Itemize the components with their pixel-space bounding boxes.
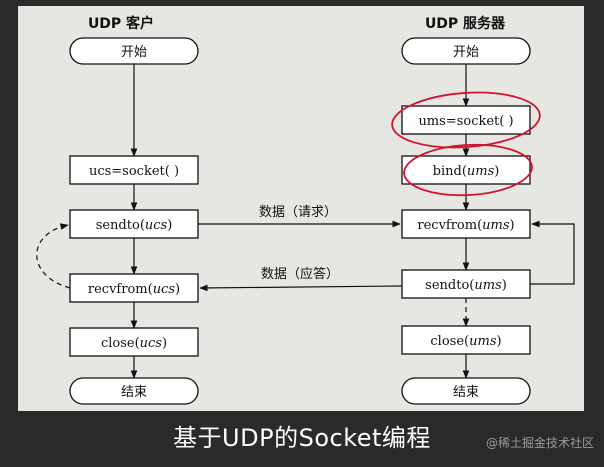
client-start-label: 开始 [121,45,147,60]
server-recvfrom-node [401,209,531,239]
server-end-label: 结束 [453,385,479,400]
server-sendto-label: sendto(ums) [425,278,507,293]
client-socket-label: ucs=socket( ) [89,164,179,179]
client-loop-dashed-arrow [36,223,71,289]
server-bind-node [401,155,531,185]
server-socket-label: ums=socket( ) [418,114,513,129]
server-close-node [401,325,531,355]
response-label: 数据（应答） [261,266,339,282]
server-close-label: close(ums) [430,334,501,349]
client-header: UDP 客户 [88,15,154,32]
slide: UDP 客户 UDP 服务器 开始 ucs=socket( ) sendto(u… [18,6,584,411]
client-socket-node [69,155,199,185]
server-bind-label: bind(ums) [433,164,500,179]
request-label: 数据（请求） [259,205,337,220]
slide-caption: 基于UDP的Socket编程 [173,424,431,452]
client-recvfrom-label: recvfrom(ucs) [88,282,180,297]
response-arrow [199,284,403,292]
server-recvfrom-label: recvfrom(ums) [417,218,514,233]
server-sendto-node [401,269,531,299]
highlight-circle-socket [391,91,541,149]
server-start-label: 开始 [453,45,479,60]
highlight-circle-bind [403,143,533,197]
server-loop-arrow [530,220,575,285]
client-sendto-label: sendto(ucs) [96,218,173,233]
server-socket-node [401,105,531,135]
client-recvfrom-node [69,273,199,303]
client-end-label: 结束 [121,385,147,400]
server-header: UDP 服务器 [425,15,506,32]
client-close-label: close(ucs) [101,336,167,351]
udp-socket-flowchart: UDP 客户 UDP 服务器 开始 ucs=socket( ) sendto(u… [36,15,575,405]
watermark-text: @稀土掘金技术社区 [485,436,594,450]
